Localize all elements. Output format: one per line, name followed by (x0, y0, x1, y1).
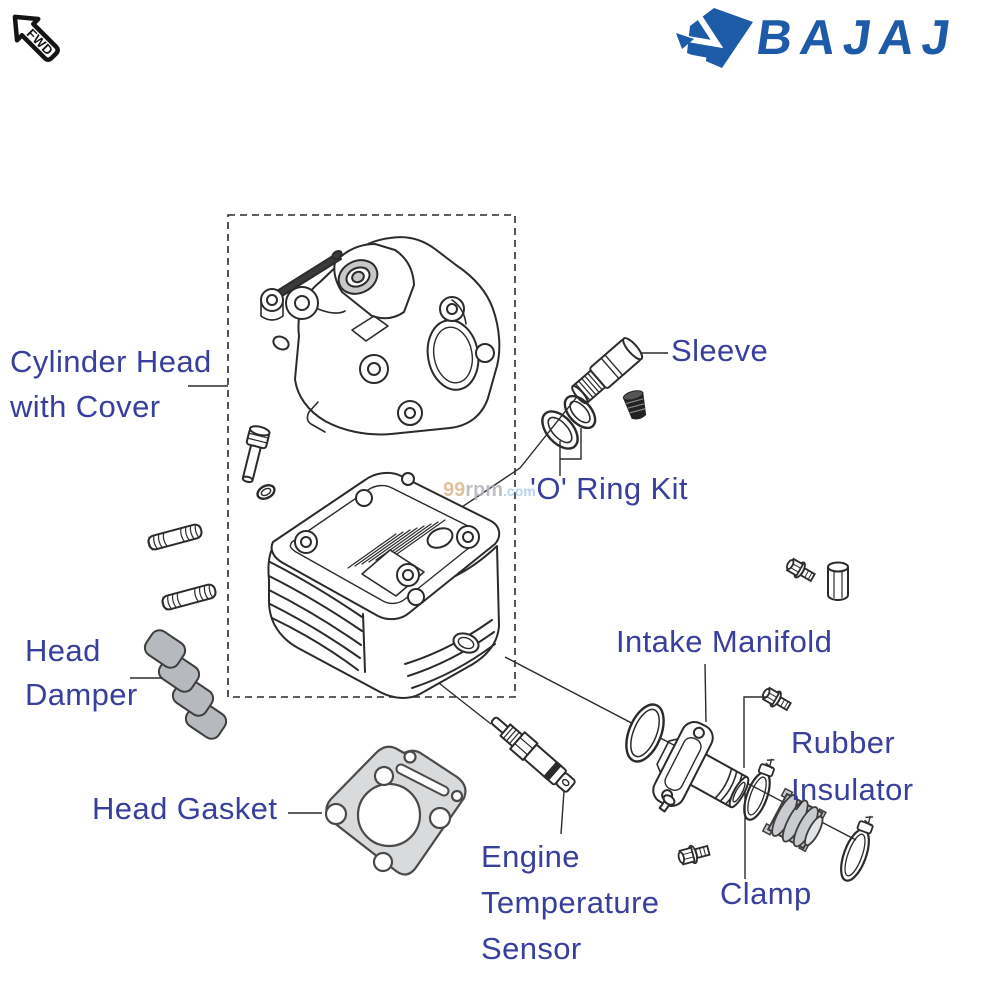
label-line: Head Gasket (92, 791, 278, 826)
leader-intake-manifold (704, 663, 707, 723)
label-line: Head (25, 633, 101, 668)
watermark-part2: rpm (465, 479, 504, 501)
bajaj-logo-icon (676, 8, 753, 68)
manifold-stub-bolt (658, 794, 676, 813)
flange-bolt-drawing (785, 557, 816, 583)
tappet-bolt-drawing (241, 425, 271, 484)
leader-o-ring-kit (559, 428, 582, 476)
stud-drawing (147, 523, 203, 551)
label-intake-manifold: Intake Manifold (616, 624, 832, 660)
head-gasket-drawing (324, 745, 467, 876)
small-o-ring-drawing (256, 484, 276, 500)
sleeve-drawing (571, 337, 644, 405)
label-rubber-insulator: Rubber Insulator (791, 719, 914, 813)
clamp-drawing (840, 815, 874, 882)
label-line: Insulator (791, 772, 914, 807)
bajaj-wordmark: BAJAJ (753, 11, 962, 65)
watermark: 99rpm.com (443, 479, 536, 502)
label-line: Temperature (481, 885, 660, 920)
cylinder-head-cover-drawing (260, 236, 501, 436)
leader-rubber-insulator (795, 800, 804, 811)
clamp-drawing (743, 758, 775, 821)
stud-drawing (161, 583, 217, 611)
label-line: with Cover (10, 389, 161, 424)
watermark-part3: .com (503, 483, 536, 499)
grub-screw-drawing (622, 390, 647, 420)
fwd-arrow-icon (12, 14, 60, 62)
dowel-pin-drawing (827, 561, 849, 601)
leader-lines (130, 352, 804, 879)
intake-manifold-drawing (652, 721, 750, 813)
leader-temp-sensor (560, 790, 565, 835)
label-line: Sensor (481, 931, 582, 966)
leader-insulator-bolt (743, 696, 767, 768)
flange-bolt-drawing (677, 844, 711, 866)
label-line: Intake Manifold (616, 624, 833, 659)
dashed-group-box (227, 214, 516, 698)
o-ring-kit-drawing (541, 394, 597, 450)
label-engine-temperature-sensor: Engine Temperature Sensor (481, 834, 659, 972)
label-line: Rubber (791, 725, 896, 760)
label-line: Sleeve (671, 333, 769, 368)
head-damper-drawing (143, 629, 228, 740)
intake-o-ring-drawing (625, 703, 665, 763)
rubber-insulator-drawing (761, 787, 827, 853)
flange-bolt-drawing (761, 686, 792, 712)
label-line: Cylinder Head (10, 344, 212, 379)
label-line: Damper (25, 677, 138, 712)
label-sleeve: Sleeve (671, 333, 768, 369)
label-head-gasket: Head Gasket (92, 791, 277, 827)
watermark-part1: 99 (443, 479, 466, 501)
fwd-badge: FWD (12, 14, 60, 62)
cylinder-head-drawing (267, 471, 501, 699)
label-clamp: Clamp (720, 876, 812, 912)
label-cylinder-head-with-cover: Cylinder Head with Cover (10, 339, 212, 429)
label-head-damper: Head Damper (25, 629, 138, 717)
engine-temperature-sensor-drawing (490, 716, 576, 793)
label-o-ring-kit: 'O' Ring Kit (530, 471, 688, 507)
label-line: 'O' Ring Kit (530, 471, 688, 506)
label-line: Clamp (720, 876, 812, 911)
label-line: Engine (481, 839, 580, 874)
